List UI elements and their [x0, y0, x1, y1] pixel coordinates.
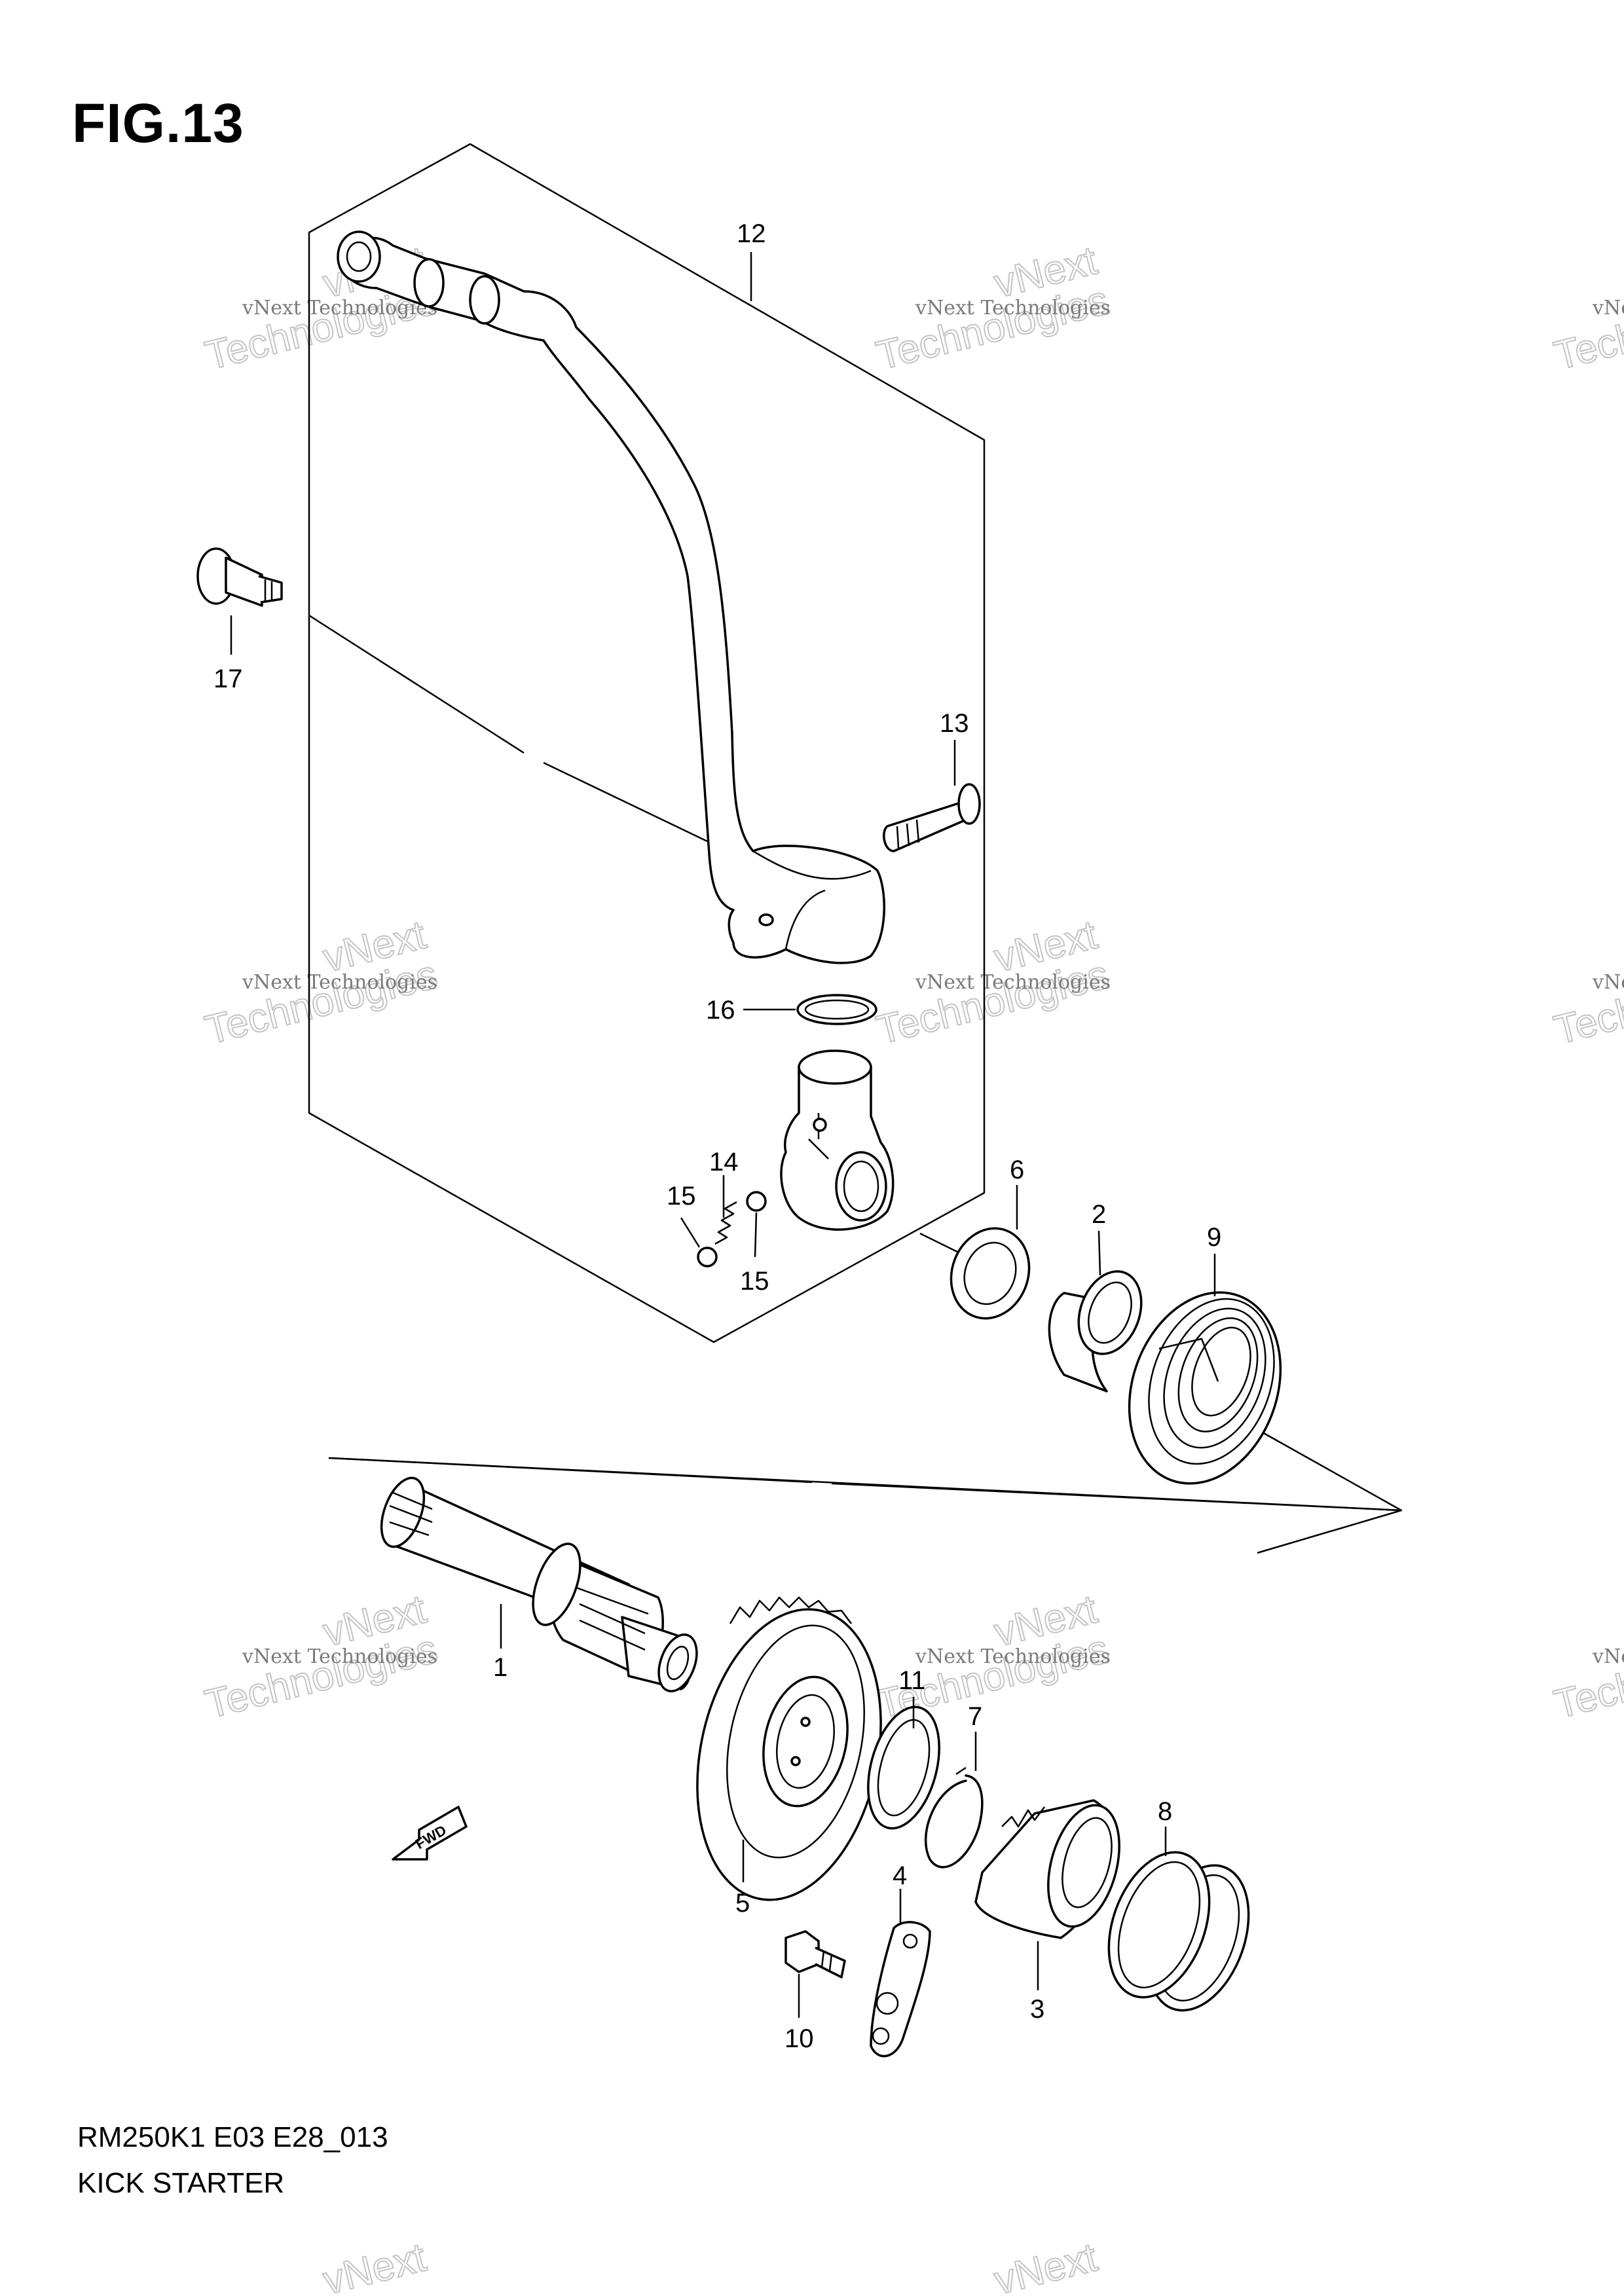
watermark: Technologies vNext vNext Technologies: [872, 911, 1114, 1053]
callout-15a: 15: [667, 1182, 696, 1211]
callout-15b: 15: [740, 1267, 769, 1296]
svg-text:vNext: vNext: [319, 2234, 430, 2296]
callout-6: 6: [1010, 1156, 1024, 1184]
fwd-arrow-icon: FWD: [392, 1806, 468, 1861]
watermark: Technologies vNext Technologies: [1549, 1626, 1624, 1728]
ball-15a: [697, 1247, 718, 1267]
svg-text:vNext Technologies: vNext Technologies: [915, 297, 1111, 319]
callout-10: 10: [784, 2024, 814, 2053]
svg-text:Technologies: Technologies: [1550, 952, 1624, 1053]
alignment-lines: [308, 614, 1402, 1512]
spring-14: [714, 1201, 737, 1245]
circlip-7: [924, 1766, 984, 1868]
washer-11: [867, 1705, 940, 1830]
callout-5: 5: [735, 1889, 750, 1918]
kick-lever: [337, 230, 885, 964]
callout-14: 14: [709, 1148, 739, 1176]
pawl-4: [870, 1921, 931, 2058]
kick-gear-5: [696, 1596, 882, 1901]
svg-text:Technologies: Technologies: [1550, 1626, 1624, 1728]
svg-text:Technologies: Technologies: [1550, 278, 1624, 379]
svg-text:vNext Technologies: vNext Technologies: [242, 971, 437, 994]
callout-8: 8: [1158, 1797, 1172, 1826]
bolt-10: [784, 1930, 846, 1978]
diagram-name: KICK STARTER: [77, 2167, 285, 2199]
kick-lever-assembly-outline: [308, 143, 986, 1343]
spring-9: [1128, 1291, 1282, 1485]
watermark: Technologies vNext vNext Technologies: [200, 1586, 443, 1728]
seal-6: [950, 1227, 1031, 1320]
watermark: Technologies vNext Technologies: [1549, 277, 1624, 380]
bolt-17: [196, 547, 283, 607]
callout-17: 17: [213, 665, 243, 693]
svg-text:Technologies: Technologies: [872, 952, 1113, 1053]
kick-lever-boss: [780, 1049, 895, 1231]
spring-8: [1107, 1851, 1250, 2012]
svg-text:vNext Technologies: vNext Technologies: [242, 297, 437, 319]
figure-title: FIG.13: [72, 92, 244, 154]
svg-text:vNext Technologies: vNext Technologies: [915, 971, 1111, 994]
callout-7: 7: [968, 1702, 982, 1731]
svg-text:Technologies: Technologies: [201, 1626, 442, 1728]
watermark: Technologies vNext vNext Technologies: [872, 237, 1114, 379]
svg-text:vNext Technologies: vNext Technologies: [1592, 971, 1624, 994]
svg-text:vNext Technologies: vNext Technologies: [242, 1645, 437, 1668]
svg-text:Technologies: Technologies: [201, 952, 442, 1053]
callout-1: 1: [493, 1653, 507, 1682]
leader-lines: [230, 252, 1216, 2018]
watermark: Technologies vNext vNext Technologies: [200, 911, 443, 1053]
callout-11: 11: [898, 1666, 926, 1695]
ball-15b: [746, 1191, 767, 1212]
callout-3: 3: [1030, 1995, 1044, 2024]
callout-9: 9: [1207, 1223, 1221, 1252]
watermark: Technologies vNext Technologies: [1549, 951, 1624, 1054]
svg-text:vNext Technologies: vNext Technologies: [1592, 297, 1624, 319]
watermark: Technologies vNext vNext Technologies: [872, 1586, 1114, 1728]
o-ring-16: [796, 994, 877, 1025]
ratchet-3: [974, 1799, 1120, 1939]
svg-text:vNext: vNext: [990, 2234, 1101, 2296]
diagram-code: RM250K1 E03 E28_013: [77, 2121, 388, 2153]
watermark: vNext vNext: [318, 2234, 1102, 2296]
callout-2: 2: [1092, 1200, 1106, 1229]
pin-13: [883, 783, 981, 852]
collar-2: [1048, 1270, 1143, 1393]
callout-12: 12: [737, 219, 766, 248]
callout-16: 16: [706, 996, 735, 1025]
svg-text:vNext Technologies: vNext Technologies: [915, 1645, 1111, 1668]
kick-starter-shaft: [380, 1476, 698, 1692]
callouts: 12 17 13 16 14 15 15 6 2 9 1 11 7 8 5 4 …: [213, 219, 1221, 2053]
callout-13: 13: [940, 709, 969, 738]
callout-4: 4: [893, 1861, 907, 1890]
svg-text:vNext Technologies: vNext Technologies: [1592, 1645, 1624, 1668]
svg-text:Technologies: Technologies: [872, 278, 1113, 379]
